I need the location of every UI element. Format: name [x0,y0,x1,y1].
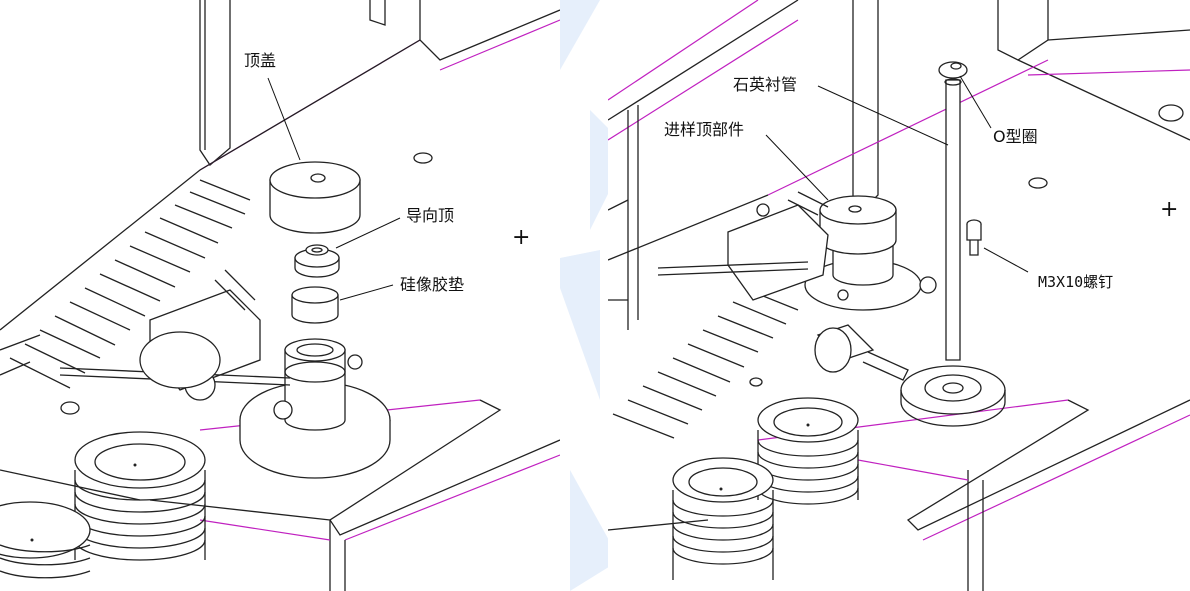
knurled-knob [672,457,774,580]
guide-top-part [294,244,340,278]
vent-slots-right [612,289,799,439]
mount-hole [413,152,433,164]
quartz-liner-part [938,61,968,361]
label-guide-top: 导向顶 [406,206,454,225]
label-o-ring: O型圈 [993,127,1038,146]
liner-base-flange [900,365,1006,427]
chassis-top [608,0,1190,330]
knurled-knob [74,431,206,561]
screw-head [1158,104,1184,122]
label-quartz-liner: 石英衬管 [733,75,797,94]
side-nut [814,324,909,381]
injector-body [59,269,391,479]
left-drawing: 顶盖 导向顶 硅像胶垫 + [0,0,560,591]
knurled-knob [757,397,859,505]
base-housing [0,399,560,591]
exploded-view-left: 顶盖 导向顶 硅像胶垫 + [0,0,560,591]
right-drawing: 石英衬管 进样顶部件 O型圈 M3X10螺钉 + [608,0,1190,591]
silicone-gasket-part [291,286,339,324]
screw-part [966,219,982,256]
plus-mark: + [512,225,530,250]
injector-top-assembly-part [657,191,937,311]
label-top-cover: 顶盖 [244,51,276,70]
exploded-view-right: 石英衬管 进样顶部件 O型圈 M3X10螺钉 + [608,0,1190,591]
leader-lines-right [765,75,1029,273]
label-screw: M3X10螺钉 [1038,273,1113,291]
label-injector-top-assembly: 进样顶部件 [664,120,744,139]
mount-hole [60,401,80,415]
mount-hole [749,377,763,387]
label-silicone-gasket: 硅像胶垫 [400,275,464,294]
base-housing [608,199,1190,591]
vent-slots-left [0,179,251,389]
top-cover-part [269,161,361,234]
leader-lines-left [267,77,401,301]
mount-hole [1028,177,1048,189]
chassis-top [0,0,560,331]
plus-mark: + [1160,197,1178,222]
knurled-knob [0,501,91,579]
